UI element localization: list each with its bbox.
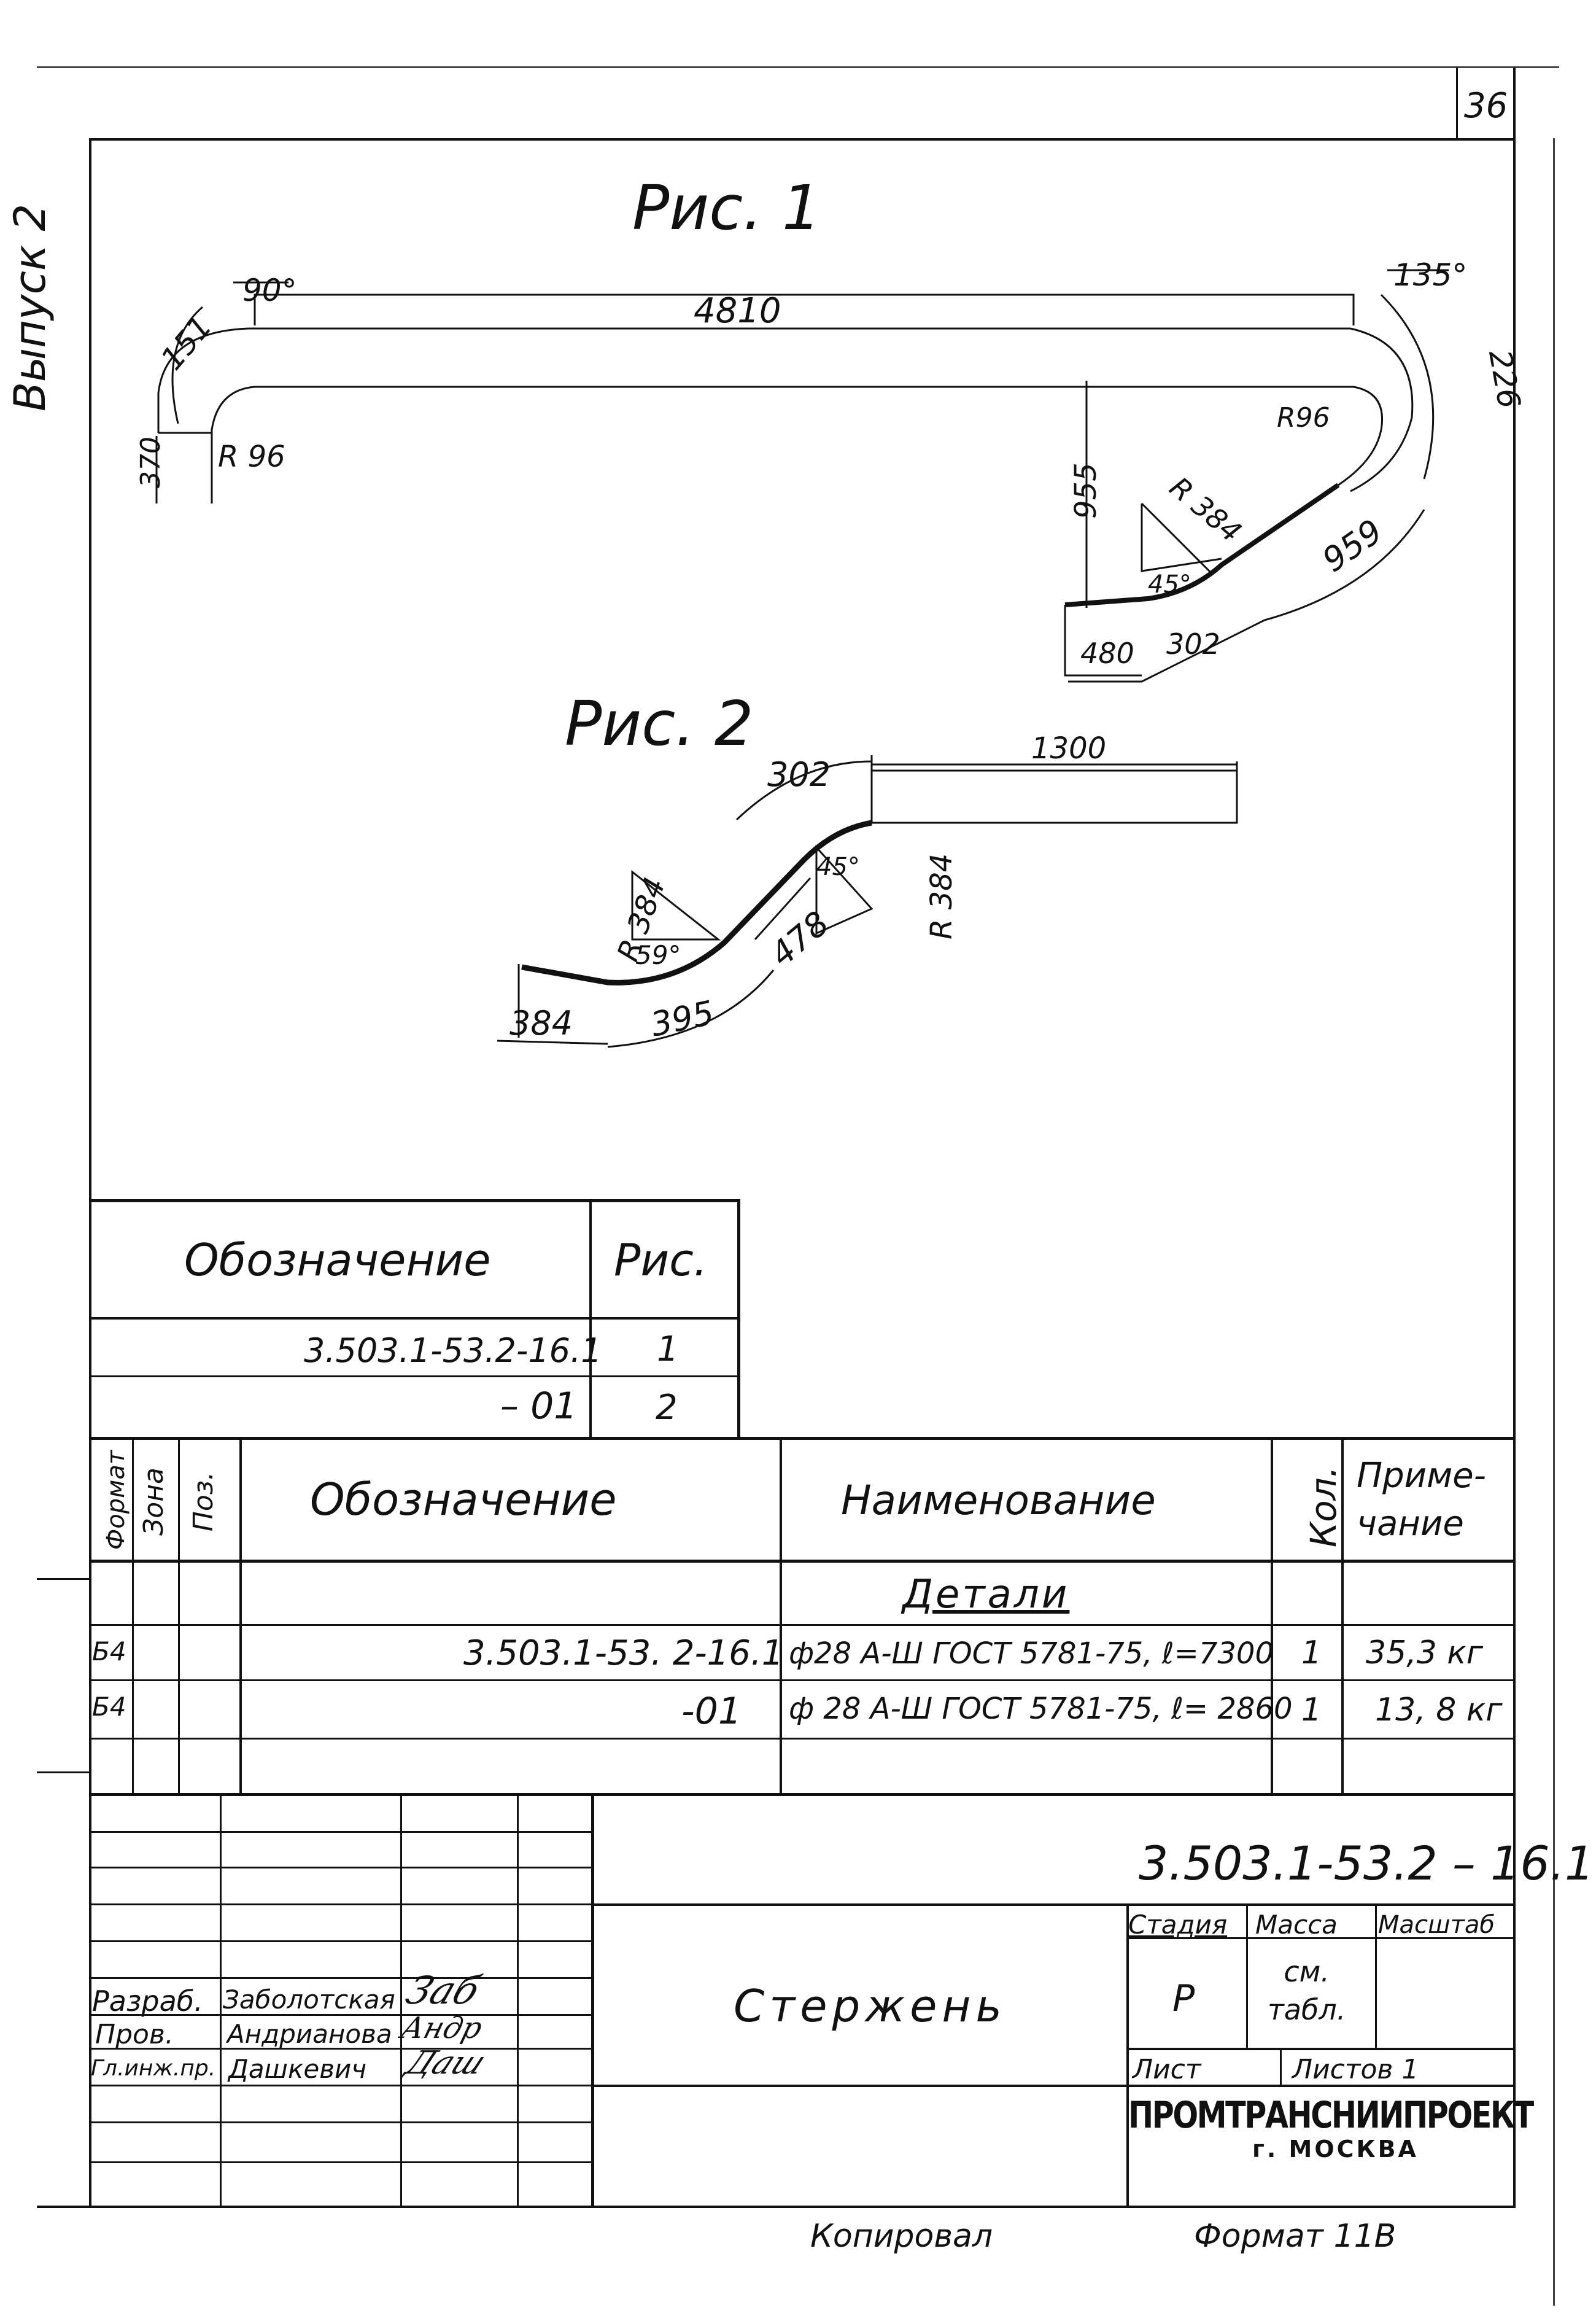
- frame-left: [89, 138, 91, 2207]
- spec-row2-qty: 1: [1301, 1692, 1322, 1728]
- frame-bottom: [37, 2206, 1516, 2208]
- fig-table-row2-fig: 2: [656, 1388, 678, 1428]
- spec-row2-note: 13, 8 кг: [1375, 1692, 1503, 1728]
- fig2-dim-384: 384: [509, 1004, 573, 1043]
- fig2-dim-1300: 1300: [1031, 731, 1106, 766]
- frame-top: [89, 138, 1514, 141]
- sheet-number: 36: [1464, 86, 1508, 126]
- spec-header-format: Формат: [102, 1450, 131, 1550]
- mass-value: см. табл.: [1268, 1955, 1346, 2026]
- spec-header-zone: Зона: [138, 1468, 169, 1536]
- org-name: ПРОМТРАНСНИИПРОЕКТ: [1128, 2094, 1534, 2137]
- fig1-dim-r96b: R96: [1277, 402, 1330, 433]
- fig1-dim-302: 302: [1166, 628, 1220, 661]
- mass-label: Масса: [1255, 1910, 1338, 1940]
- fig-table-row1-designation: 3.503.1-53.2-16.1: [304, 1331, 602, 1370]
- name-chief: Дашкевич: [228, 2054, 367, 2084]
- fig1-dim-90: 90°: [242, 273, 297, 308]
- spec-section-title: Детали: [902, 1572, 1070, 1617]
- doc-code: 3.503.1-53.2 – 16.1: [1139, 1836, 1595, 1891]
- spec-header-qty: Кол.: [1303, 1466, 1345, 1548]
- item-name: Стержень: [734, 1980, 1007, 2032]
- top-edge-line: [37, 66, 1559, 68]
- spec-row1-designation: 3.503.1-53. 2-16.1: [463, 1633, 784, 1673]
- spec-header-note: Приме- чание: [1357, 1456, 1486, 1544]
- fig2-dim-302: 302: [767, 755, 831, 794]
- stage-label: Стадия: [1128, 1910, 1228, 1940]
- role-chief: Гл.инж.пр.: [91, 2056, 216, 2081]
- fig2-dim-478: 478: [763, 904, 836, 974]
- fig2-dim-59: 59°: [635, 940, 681, 970]
- sheets-label: Листов 1: [1292, 2054, 1419, 2085]
- role-checker: Пров.: [95, 2019, 174, 2050]
- spec-row1-format: Б4: [92, 1636, 126, 1666]
- spec-row1-name: ф28 А-Ш ГОСТ 5781-75, ℓ=7300: [789, 1636, 1274, 1671]
- fig1-dim-45: 45°: [1148, 570, 1191, 599]
- frame-right: [1513, 68, 1516, 2207]
- fig2-title: Рис. 2: [565, 688, 754, 760]
- spec-header-name: Наименование: [841, 1477, 1156, 1524]
- name-developer: Заболотская: [223, 1985, 395, 2015]
- spec-header-pos: Поз.: [188, 1471, 220, 1532]
- fig-table-header-designation: Обозначение: [184, 1234, 491, 1286]
- fig-table-header-fig: Рис.: [614, 1234, 708, 1286]
- spec-row1-note: 35,3 кг: [1366, 1635, 1484, 1671]
- fig1-dim-135: 135°: [1393, 257, 1467, 293]
- fig2-dim-395: 395: [648, 993, 718, 1044]
- fig1-dim-480: 480: [1080, 637, 1134, 670]
- sheet-number-box-left: [1456, 68, 1458, 138]
- scale-label: Масштаб: [1378, 1911, 1495, 1939]
- spec-row1-qty: 1: [1301, 1635, 1322, 1671]
- fig-table-row2-designation: – 01: [500, 1385, 578, 1428]
- outer-right: [1553, 138, 1555, 2306]
- fig1-dim-4810: 4810: [694, 291, 781, 331]
- spec-header-designation: Обозначение: [310, 1474, 617, 1525]
- fig-table-row1-fig: 1: [657, 1329, 679, 1369]
- spec-row2-format: Б4: [92, 1692, 126, 1722]
- spec-row2-designation: -01: [681, 1690, 742, 1733]
- signature-checker: Андр: [397, 2011, 486, 2045]
- role-developer: Разраб.: [92, 1985, 203, 2018]
- footer-copied: Копировал: [810, 2218, 993, 2255]
- org-city: г. МОСКВА: [1252, 2136, 1419, 2163]
- name-checker: Андрианова: [227, 2019, 392, 2049]
- stage-value: Р: [1172, 1977, 1195, 2020]
- fig1-dim-370: 370: [135, 437, 166, 488]
- spec-row2-name: ф 28 А-Ш ГОСТ 5781-75, ℓ= 2860: [789, 1692, 1293, 1726]
- fig2-dim-45: 45°: [816, 853, 860, 881]
- footer-format: Формат 11В: [1194, 2218, 1396, 2255]
- sheet-label: Лист: [1133, 2054, 1201, 2085]
- fig2-dim-r384b: R 384: [924, 853, 959, 939]
- fig1-title: Рис. 1: [632, 172, 821, 244]
- fig1-dim-955: 955: [1069, 462, 1103, 519]
- fig1-dim-r96a: R 96: [218, 440, 285, 474]
